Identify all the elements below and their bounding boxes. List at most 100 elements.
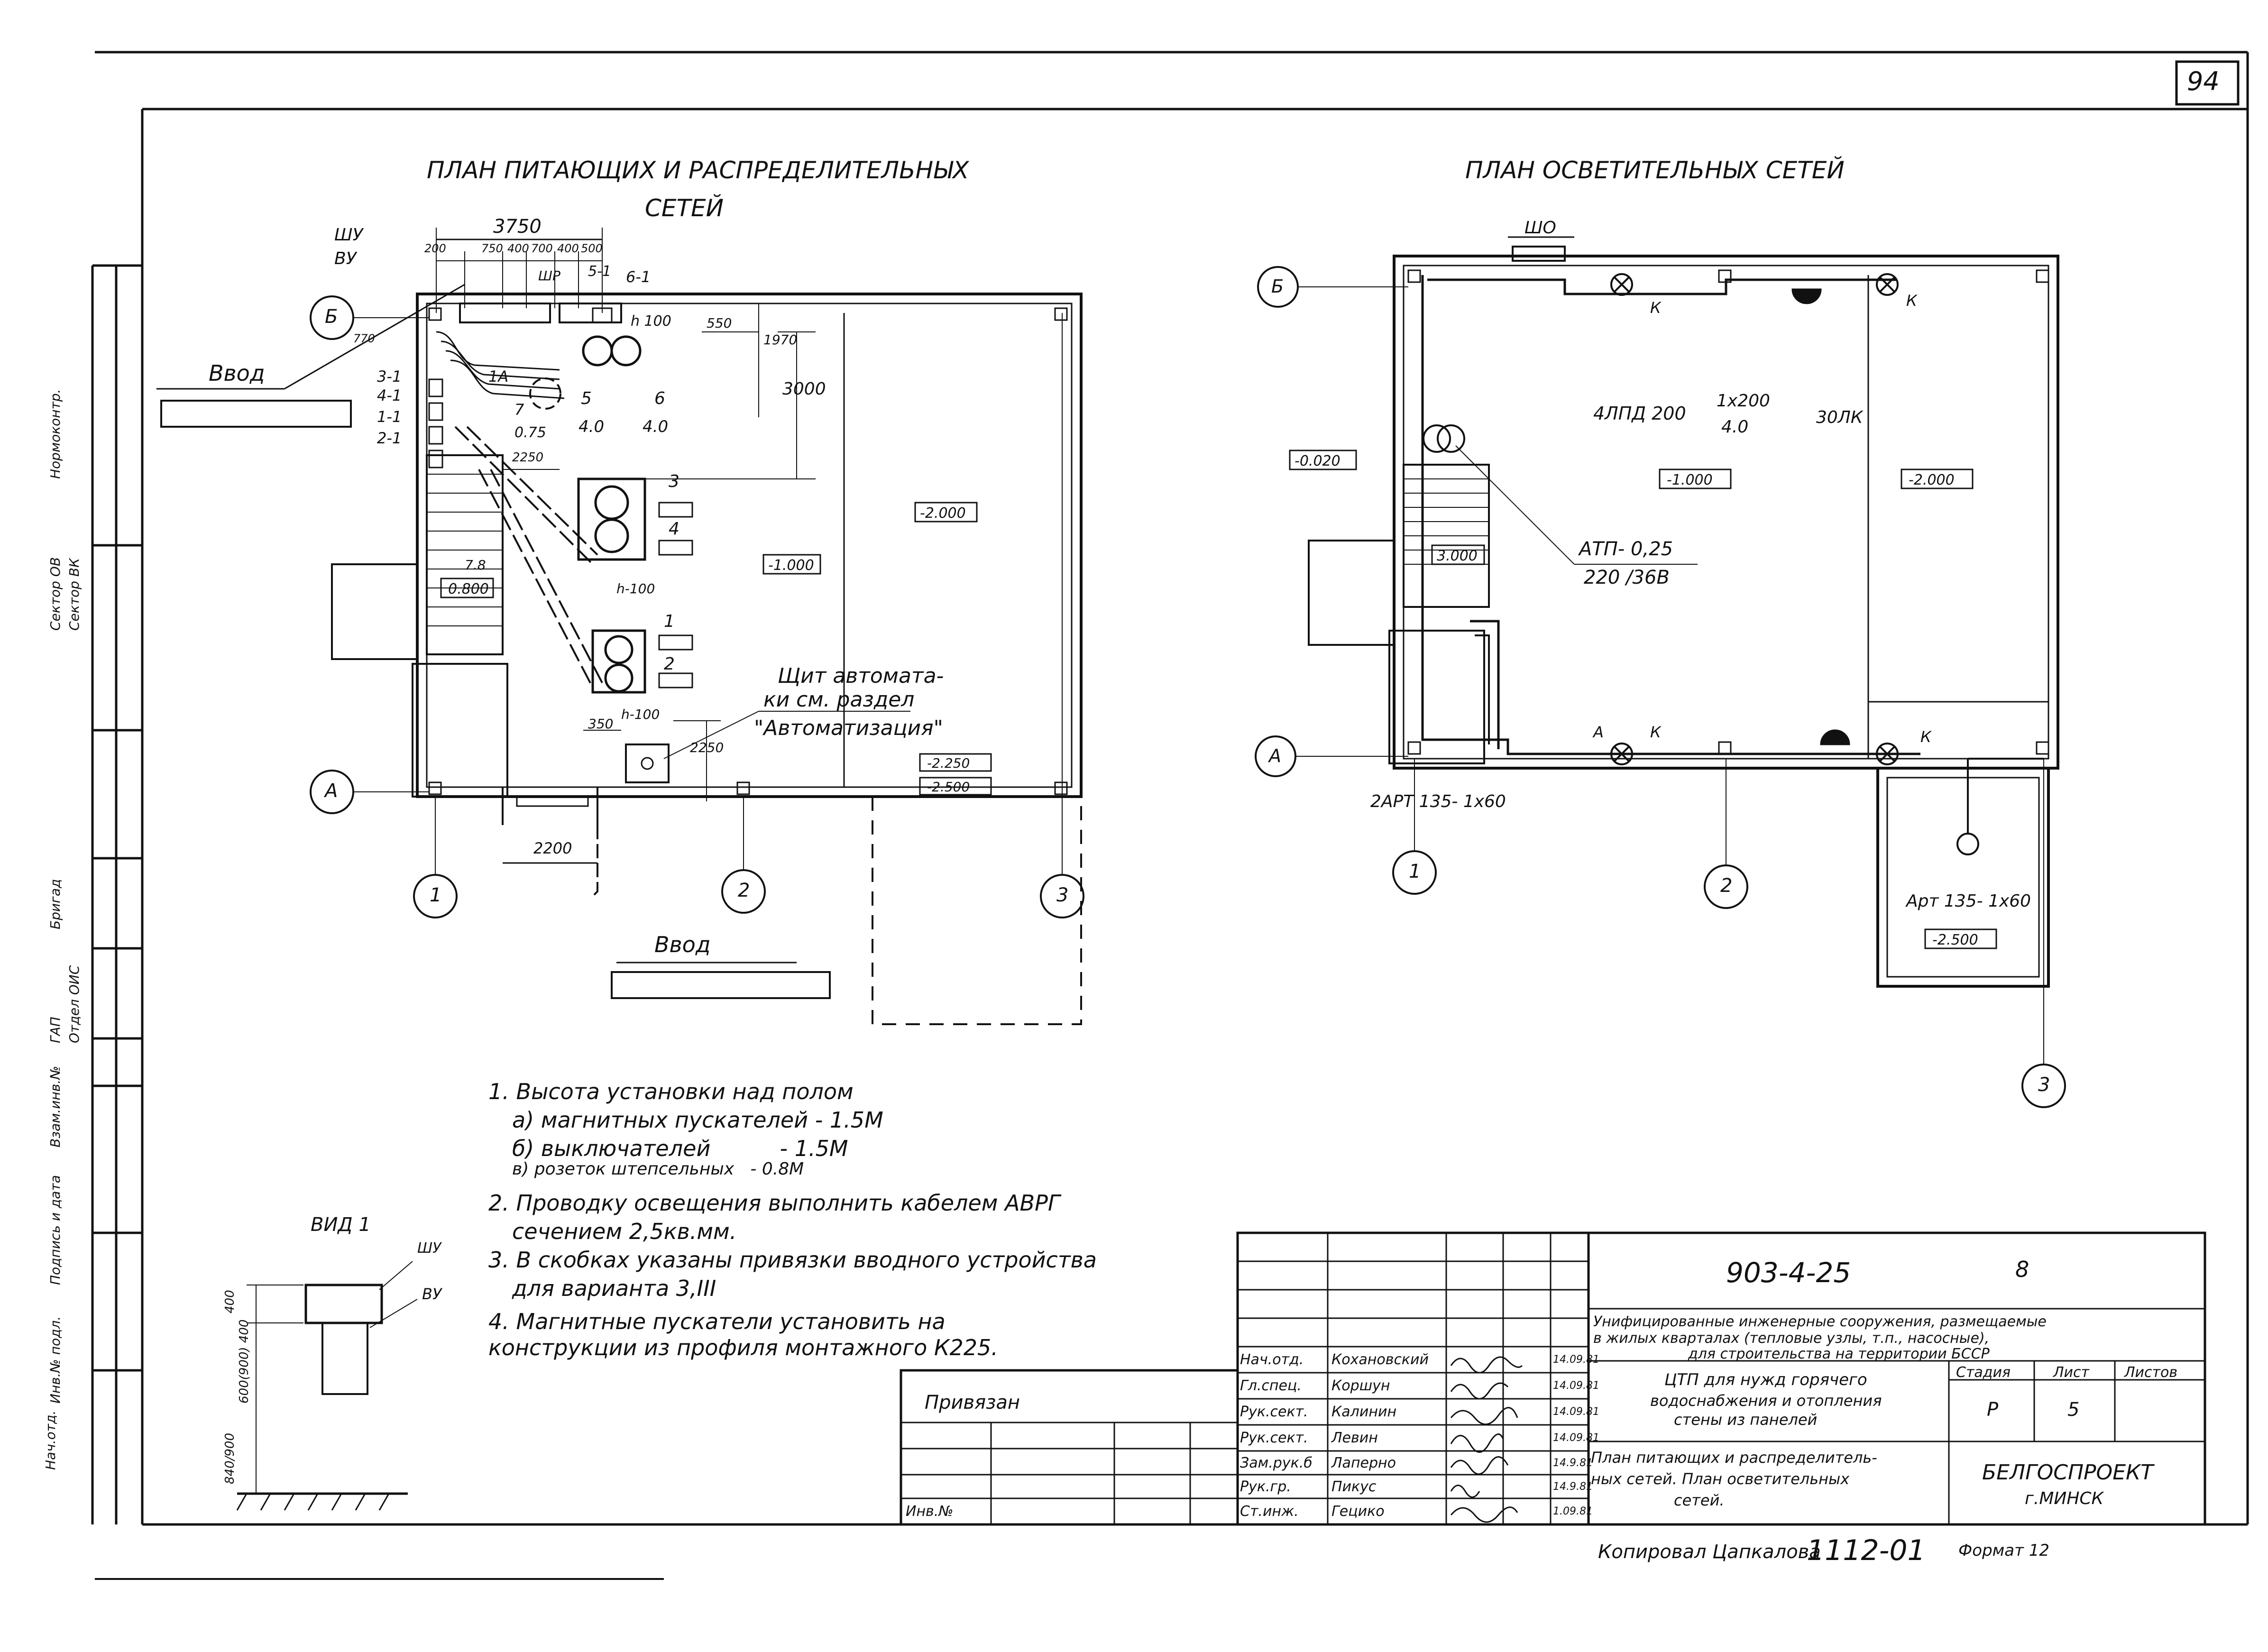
label-6: 6 (654, 389, 665, 408)
label-4-1: 4-1 (377, 386, 402, 404)
inv-label: Инв.№ (906, 1503, 954, 1520)
axis-b: Б (325, 306, 338, 328)
role-cell: Ст.инж. (1240, 1503, 1299, 1520)
dim-2250: 2250 (512, 450, 544, 465)
name-cell: Гецико (1331, 1503, 1385, 1520)
view-dim-400: 400 (223, 1290, 237, 1313)
role-cell: Зам.рук.б (1240, 1455, 1313, 1471)
project-line-1: Унифицированные инженерные сооружения, р… (1593, 1313, 2047, 1330)
name-cell: Пикус (1331, 1478, 1377, 1495)
plan-power-title: ПЛАН ПИТАЮЩИХ И РАСПРЕДЕЛИТЕЛЬНЫХ (427, 156, 969, 184)
object-line-2: водоснабжения и отопления (1650, 1392, 1882, 1410)
label-shr: ШР (538, 268, 560, 284)
stage-value: Р (1987, 1399, 1999, 1421)
stamp-label: Бригад (47, 879, 63, 929)
level-2000: -2.000 (920, 505, 966, 522)
level-3000: 3.000 (1437, 548, 1478, 564)
dim-3750: 3750 (493, 216, 542, 238)
level-2000: -2.000 (1909, 472, 1955, 488)
date-cell: 14.09.81 (1553, 1354, 1599, 1366)
label-7: 7 (514, 401, 524, 419)
label-1: 1 (664, 612, 675, 631)
date-cell: 14.09.81 (1553, 1380, 1599, 1392)
axis-a: А (325, 780, 338, 802)
sheet-title-2: ных сетей. План осветительных (1591, 1470, 1850, 1488)
note-line: сечением 2,5кв.мм. (512, 1219, 737, 1244)
atp-label-1: АТП- 0,25 (1579, 538, 1673, 560)
note-line: 2. Проводку освещения выполнить кабелем … (488, 1190, 1060, 1216)
view-title: ВИД 1 (311, 1214, 371, 1236)
art-label-2: Арт 135- 1х60 (1906, 891, 2031, 911)
stamp-label: Нач.отд. (43, 1410, 58, 1470)
axis-2: 2 (738, 880, 750, 901)
lamp-count: 1х200 (1717, 391, 1770, 411)
shield-note-1: Щит автомата- (778, 664, 944, 688)
dim-3000: 3000 (782, 379, 826, 399)
label-1a: 1А (488, 367, 509, 385)
label-40b: 4.0 (643, 417, 669, 436)
view-dim-840: 840/900 (223, 1432, 237, 1484)
level-2500: -2.500 (1932, 932, 1978, 948)
k-label-4: К (1920, 728, 1931, 746)
dim-550: 550 (707, 315, 732, 331)
stamp-label: Сектор ВК (66, 558, 82, 631)
dim-400b: 400 (557, 242, 579, 255)
label-5: 5 (581, 389, 592, 408)
doc-code: 903-4-25 (1726, 1257, 1851, 1289)
level-2500: -2.500 (927, 779, 970, 795)
sheet-header: Лист (2053, 1364, 2090, 1381)
level-0800: 0.800 (448, 581, 489, 597)
format-label: Формат 12 (1958, 1541, 2050, 1560)
dim-500: 500 (581, 242, 603, 255)
date-cell: 14.09.81 (1553, 1406, 1599, 1418)
object-line-1: ЦТП для нужд горячего (1664, 1370, 1867, 1389)
name-cell: Коршун (1331, 1377, 1390, 1394)
dim-770: 770 (353, 332, 375, 345)
label-2-1: 2-1 (377, 429, 402, 447)
stamp-label: Подпись и дата (47, 1175, 63, 1285)
org-city: г.МИНСК (2025, 1489, 2104, 1508)
view-vu: ВУ (422, 1285, 442, 1303)
object-line-3: стены из панелей (1674, 1411, 1818, 1429)
project-line-3: для строительства на территории БССР (1688, 1346, 1990, 1362)
shield-note-2: ки см. раздел (763, 688, 915, 712)
shield-note-3: "Автоматизация" (754, 716, 943, 740)
plan-light-title: ПЛАН ОСВЕТИТЕЛЬНЫХ СЕТЕЙ (1465, 156, 1845, 184)
a-label: А (1593, 723, 1604, 741)
level-2250: -2.250 (927, 755, 970, 771)
sheet-title-3: сетей. (1674, 1491, 1725, 1509)
dim-2200: 2200 (533, 839, 572, 857)
note-line: для варианта 3,III (512, 1276, 716, 1301)
date-cell: 14.09.81 (1553, 1432, 1599, 1444)
label-2: 2 (664, 654, 675, 674)
stamp-label: Взам.инв.№ (47, 1065, 63, 1147)
label-sho: ШО (1524, 218, 1556, 238)
note-line: 1. Высота установки над полом (488, 1079, 854, 1104)
stage-header: Стадия (1956, 1364, 2011, 1381)
label-3: 3 (669, 472, 679, 491)
role-cell: Рук.сект. (1240, 1404, 1308, 1420)
label-h100c: h-100 (621, 707, 660, 722)
lamp-height: 4.0 (1721, 417, 1749, 437)
label-075: 0.75 (514, 424, 546, 441)
label-78: 7.8 (465, 557, 486, 573)
axis-3: 3 (1056, 884, 1069, 906)
name-cell: Левин (1331, 1430, 1378, 1446)
k-label-1: К (1650, 299, 1661, 317)
lamp-type: 4ЛПД 200 (1593, 403, 1686, 424)
label-1-1: 1-1 (377, 408, 402, 426)
label-3-1: 3-1 (377, 367, 402, 385)
copied-by: Копировал Цапкалова (1598, 1541, 1821, 1563)
label-4: 4 (669, 519, 679, 539)
page-letter: 8 (2015, 1257, 2029, 1282)
sheet-value: 5 (2067, 1399, 2080, 1421)
order-number: 1112-01 (1807, 1534, 1926, 1567)
dim-2250b: 2250 (690, 740, 724, 755)
axis-3: 3 (2038, 1074, 2050, 1096)
axis-2: 2 (1720, 875, 1733, 897)
dim-200: 200 (424, 242, 446, 255)
label-h100b: h-100 (616, 581, 655, 597)
axis-b: Б (1271, 276, 1284, 297)
level-1000: -1.000 (1667, 472, 1713, 488)
